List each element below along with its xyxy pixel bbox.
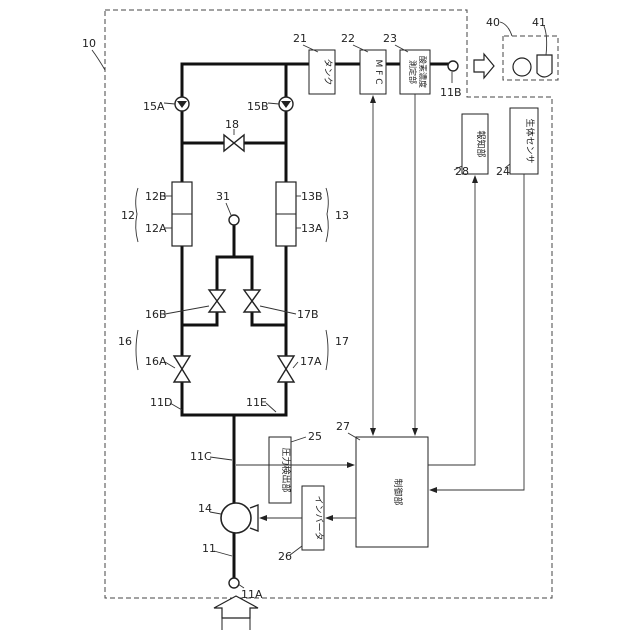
ref-16A: 16A	[145, 355, 167, 368]
valve-17B	[244, 290, 260, 312]
ref-27: 27	[336, 420, 350, 433]
ref-26: 26	[278, 550, 292, 563]
controller-27: 制御部	[356, 437, 428, 547]
outlet-port-11B	[448, 61, 458, 71]
adsorption-cylinder-13	[276, 182, 296, 246]
ref-24: 24	[496, 165, 510, 178]
ref-23: 23	[383, 32, 397, 45]
ref-13: 13	[335, 209, 349, 222]
outlet-arrow	[474, 54, 494, 78]
check-valve-15B	[279, 97, 293, 111]
ref-18: 18	[225, 118, 239, 131]
ref-10: 10	[82, 37, 96, 50]
exhaust-port-31	[229, 215, 239, 225]
ref-12A: 12A	[145, 222, 167, 235]
oxygen-meter-block: 酸素濃度 測定部	[400, 50, 430, 94]
pressure-detector-25: 圧力検出部	[269, 437, 292, 503]
svg-text:酸素濃度: 酸素濃度	[418, 56, 428, 88]
ref-11B: 11B	[440, 86, 462, 99]
svg-text:測定部: 測定部	[408, 60, 418, 84]
mfc-block: M F C	[360, 50, 386, 94]
tank-block: タンク	[309, 50, 335, 94]
ref-21: 21	[293, 32, 307, 45]
ref-41: 41	[532, 16, 546, 29]
ref-16: 16	[118, 335, 132, 348]
adsorption-cylinder-12	[172, 182, 192, 246]
svg-text:制御部: 制御部	[392, 478, 404, 505]
ref-13A: 13A	[301, 222, 323, 235]
ref-22: 22	[341, 32, 355, 45]
svg-text:生体センサ: 生体センサ	[524, 118, 536, 163]
valve-16B	[209, 290, 225, 312]
ref-11D: 11D	[150, 396, 172, 409]
inverter-26: インバータ	[302, 486, 324, 550]
svg-text:インバータ: インバータ	[313, 495, 324, 540]
ref-25: 25	[308, 430, 322, 443]
ref-11A: 11A	[241, 588, 263, 601]
inlet-port-11A	[229, 578, 239, 588]
svg-text:タンク: タンク	[322, 58, 333, 85]
ref-13B: 13B	[301, 190, 323, 203]
valve-17A	[278, 356, 294, 382]
valve-16A	[174, 356, 190, 382]
svg-text:圧力検出部: 圧力検出部	[280, 447, 292, 492]
ref-16B: 16B	[145, 308, 167, 321]
ref-12B: 12B	[145, 190, 167, 203]
ref-28: 28	[455, 165, 469, 178]
ref-12: 12	[121, 209, 135, 222]
ref-31: 31	[216, 190, 230, 203]
bio-sensor-block-24: 生体センサ	[510, 108, 538, 174]
ref-15A: 15A	[143, 100, 165, 113]
leader-10	[92, 50, 105, 70]
ref-11: 11	[202, 542, 216, 555]
compressor-14	[221, 503, 258, 533]
inlet-arrow	[214, 596, 258, 630]
check-valve-15A	[175, 97, 189, 111]
ref-40: 40	[486, 16, 500, 29]
ref-17A: 17A	[300, 355, 322, 368]
svg-text:報知部: 報知部	[475, 130, 487, 157]
enclosure-10	[105, 10, 552, 598]
ref-17: 17	[335, 335, 349, 348]
mask-unit-40	[503, 36, 558, 80]
ref-14: 14	[198, 502, 212, 515]
ref-11C: 11C	[190, 450, 212, 463]
ref-17B: 17B	[297, 308, 319, 321]
svg-text:M F C: M F C	[373, 60, 383, 85]
valve-18	[224, 135, 244, 151]
ref-15B: 15B	[247, 100, 269, 113]
ref-11E: 11E	[246, 396, 267, 409]
